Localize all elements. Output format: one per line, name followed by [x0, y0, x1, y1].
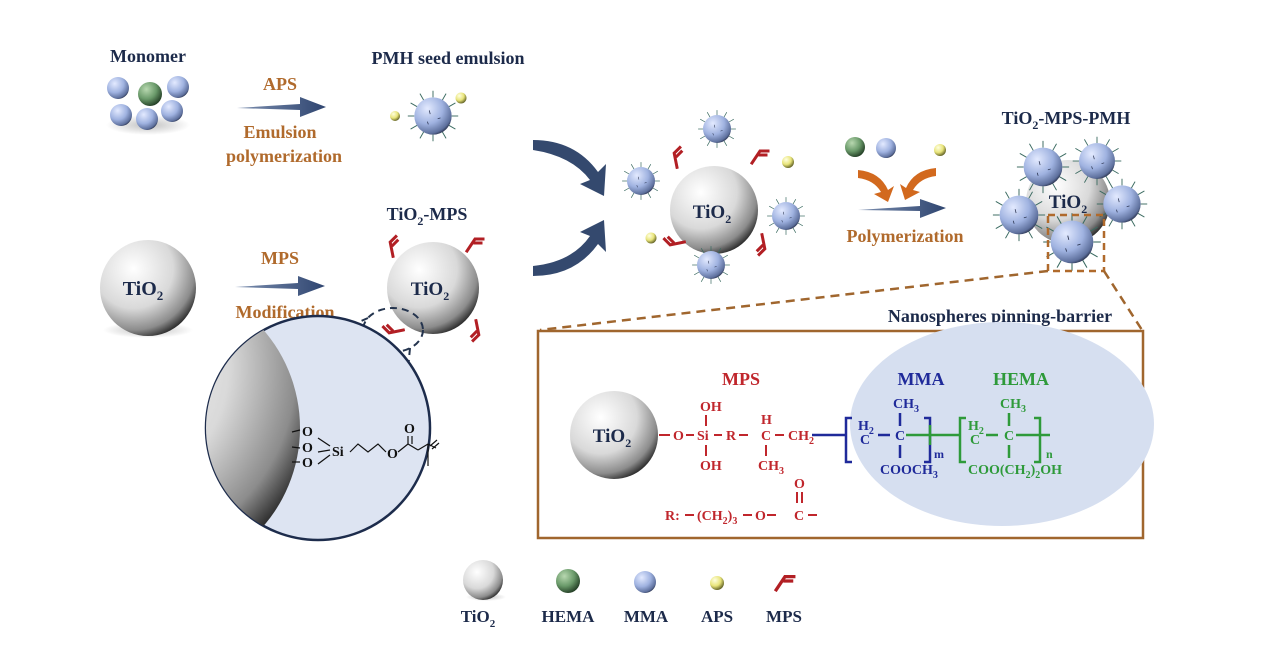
legend-item-aps: APS	[701, 576, 733, 626]
mps-hook-icon	[774, 574, 796, 592]
zoom-inset: O O O Si O O	[204, 314, 440, 542]
svg-text:CH2: CH2	[788, 429, 814, 447]
svg-text:CH3: CH3	[1000, 397, 1026, 415]
svg-text:TiO2: TiO2	[1049, 192, 1087, 216]
svg-text:n: n	[1046, 447, 1053, 461]
svg-text:H2: H2	[968, 419, 984, 437]
pmh-seed-particle	[390, 90, 467, 142]
mma-repeat-unit: H2 C C CH3 COOCH3 m	[812, 397, 944, 481]
svg-text:C: C	[860, 433, 870, 448]
legend: TiO2 HEMA MMA APS MPS	[461, 560, 802, 630]
svg-text:C: C	[794, 509, 804, 524]
svg-text:OH: OH	[700, 400, 722, 415]
curved-arrow-icon	[533, 140, 606, 196]
silicon-atom-label: Si	[332, 445, 344, 460]
detail-leader-line	[539, 269, 1049, 332]
mps-heading: MPS	[722, 369, 760, 389]
tio2-mps-pmh-intermediate: TiO2	[621, 109, 806, 285]
mps-chain-structure: O Si OH OH R H C CH3 CH2	[659, 400, 814, 477]
svg-text:TiO2: TiO2	[593, 426, 631, 450]
detail-box-title: Nanospheres pinning-barrier	[888, 306, 1112, 326]
detail-leader-line	[1102, 270, 1144, 331]
polymerization-label: Polymerization	[847, 226, 964, 246]
tio2-mps-particle: TiO2	[382, 235, 486, 342]
arrow-right-icon	[235, 276, 325, 296]
tio2-mps-pmh-product: TiO2	[992, 136, 1148, 272]
mps-step-label: MPS	[261, 248, 299, 268]
svg-text:(CH2)3: (CH2)3	[697, 509, 737, 527]
svg-text:C: C	[761, 429, 771, 444]
svg-text:O: O	[755, 509, 766, 524]
legend-item-mma: MMA	[624, 571, 669, 626]
r-group-definition: R: (CH2)3 O C O	[665, 477, 817, 527]
svg-text:MPS: MPS	[766, 607, 802, 626]
legend-item-tio2: TiO2	[461, 560, 506, 630]
curved-arrow-icon	[533, 220, 606, 276]
carbonyl-oxygen-label: O	[404, 422, 415, 437]
arrow-right-icon	[237, 97, 326, 117]
tio2-mps-label: TiO2-MPS	[387, 204, 468, 228]
arrow-right-icon	[858, 199, 946, 218]
reactant-monomers	[845, 137, 946, 158]
mma-heading: MMA	[898, 369, 945, 389]
svg-text:COOCH3: COOCH3	[880, 463, 938, 481]
svg-text:TiO2: TiO2	[461, 607, 496, 630]
tio2-mps-pmh-label: TiO2-MPS-PMH	[1002, 108, 1131, 132]
svg-text:CH3: CH3	[893, 397, 919, 415]
mps-bond-structure	[291, 429, 440, 466]
svg-text:m: m	[934, 447, 944, 461]
detail-tio2-sphere: TiO2	[570, 391, 658, 479]
svg-text:O: O	[673, 429, 684, 444]
svg-text:C: C	[1004, 429, 1014, 444]
svg-text:TiO2: TiO2	[123, 278, 164, 303]
svg-text:APS: APS	[701, 607, 733, 626]
svg-text:O: O	[794, 477, 805, 492]
svg-text:H2: H2	[858, 419, 874, 437]
svg-text:C: C	[895, 429, 905, 444]
tio2-subscript: 2	[157, 288, 164, 303]
ester-oxygen-label: O	[387, 447, 398, 462]
monomer-cluster	[106, 76, 190, 135]
svg-text:OH: OH	[700, 459, 722, 474]
svg-text:CH3: CH3	[758, 459, 784, 477]
orange-curved-arrow-icon	[858, 170, 894, 202]
svg-text:R: R	[726, 429, 737, 444]
svg-text:TiO2: TiO2	[411, 279, 449, 303]
tio2-bare-particle: TiO2	[100, 240, 196, 338]
oxygen-atom-label: O	[302, 441, 313, 456]
emulsion-step-label: Emulsion	[243, 122, 316, 142]
legend-item-mps: MPS	[766, 574, 802, 626]
aps-step-label: APS	[263, 74, 297, 94]
pmh-seed-label: PMH seed emulsion	[372, 48, 525, 68]
monomer-label: Monomer	[110, 46, 186, 66]
svg-text:HEMA: HEMA	[542, 607, 596, 626]
svg-text:MMA: MMA	[624, 607, 669, 626]
tio2-label: TiO	[123, 278, 157, 300]
oxygen-atom-label: O	[302, 425, 313, 440]
svg-text:R:: R:	[665, 509, 680, 524]
svg-text:Si: Si	[697, 429, 709, 444]
hema-heading: HEMA	[993, 369, 1049, 389]
legend-item-hema: HEMA	[542, 569, 596, 626]
svg-text:H: H	[761, 413, 772, 428]
svg-text:TiO2: TiO2	[693, 202, 731, 226]
svg-text:C: C	[970, 433, 980, 448]
polymer-shell-region	[850, 322, 1154, 526]
polymerization-step-label: polymerization	[226, 146, 342, 166]
oxygen-atom-label: O	[302, 456, 313, 471]
svg-text:COO(CH2)2OH: COO(CH2)2OH	[968, 463, 1062, 481]
hema-repeat-unit: H2 C C CH3 n COO(CH2)2OH	[906, 397, 1062, 481]
detail-selection-box	[1046, 213, 1106, 273]
orange-curved-arrow-icon	[900, 168, 936, 200]
